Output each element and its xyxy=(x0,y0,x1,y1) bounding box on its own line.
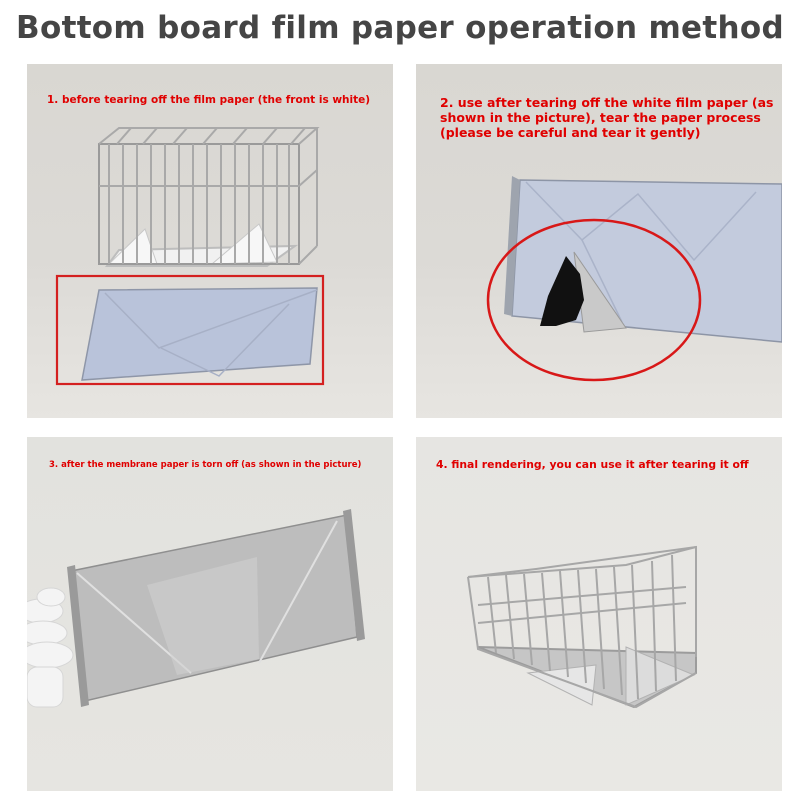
finished-basket-image xyxy=(467,545,697,709)
basket-image xyxy=(98,127,320,267)
step-2-photo xyxy=(486,176,782,382)
film-board-image xyxy=(504,176,782,343)
step-3-panel: 3. after the membrane paper is torn off … xyxy=(27,437,393,791)
gloved-hand-image xyxy=(27,587,74,708)
step-4-panel: 4. final rendering, you can use it after… xyxy=(416,437,782,791)
step-4-photo xyxy=(467,545,697,709)
bare-steel-board-image xyxy=(67,509,365,707)
film-covered-board-image xyxy=(81,287,318,381)
step-4-caption: 4. final rendering, you can use it after… xyxy=(436,458,749,471)
step-3-caption: 3. after the membrane paper is torn off … xyxy=(49,460,362,470)
step-1-photo xyxy=(55,127,325,386)
page-title: Bottom board film paper operation method xyxy=(16,10,784,46)
step-3-photo xyxy=(27,509,365,708)
step-2-caption: 2. use after tearing off the white film … xyxy=(440,95,774,140)
step-2-panel: 2. use after tearing off the white film … xyxy=(416,64,782,418)
highlight-ellipse xyxy=(486,218,702,382)
step-1-panel: 1. before tearing off the film paper (th… xyxy=(27,64,393,418)
peeled-film-corner-image xyxy=(540,256,584,326)
highlight-box xyxy=(55,274,325,386)
step-1-caption: 1. before tearing off the film paper (th… xyxy=(47,94,371,106)
